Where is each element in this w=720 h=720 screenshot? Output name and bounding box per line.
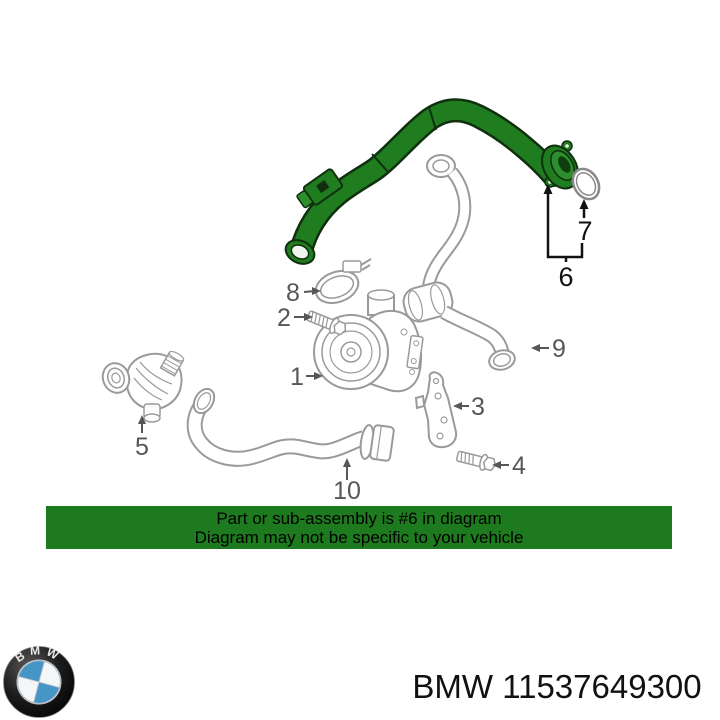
callout-8: 8 [286, 279, 321, 307]
pump-pulley [313, 314, 389, 390]
callout-1: 1 [290, 363, 323, 391]
part-thermostat [101, 350, 185, 423]
part-bracket [414, 371, 458, 449]
part-oring [571, 167, 601, 201]
banner-line2: Diagram may not be specific to your vehi… [194, 527, 524, 547]
banner-line1: Part or sub-assembly is #6 in diagram [216, 508, 502, 528]
thermostat-boss [159, 350, 185, 377]
part-coolant-pipe-highlighted [284, 98, 580, 265]
part-hose-10 [186, 387, 395, 467]
callout-10: 10 [333, 458, 361, 505]
part-pipe-with-hose-9 [402, 154, 516, 371]
hose10-open-end [192, 387, 216, 415]
part-number-text: BMW 11537649300 [412, 668, 702, 705]
callout-4: 4 [492, 452, 526, 480]
callout-5: 5 [135, 415, 149, 461]
thermostat-port [101, 362, 131, 394]
part-bolt-4 [455, 450, 497, 472]
part-water-pump [313, 289, 424, 393]
callout-8-label: 8 [286, 279, 300, 307]
callout-10-label: 10 [333, 477, 361, 505]
pipe-ring-fitting [426, 154, 456, 178]
callout-6: 6 [543, 184, 584, 292]
callout-9: 9 [531, 335, 566, 363]
callout-2-label: 2 [277, 304, 291, 332]
pipe-open-end [284, 239, 316, 265]
callout-3-label: 3 [471, 393, 485, 421]
part-hose-clamp [314, 258, 372, 304]
pipe-barrel-fitting [402, 281, 454, 323]
callout-2: 2 [277, 304, 313, 332]
hose-open-end [488, 349, 516, 371]
callout-9-label: 9 [552, 335, 566, 363]
highlight-banner: Part or sub-assembly is #6 in diagram Di… [46, 506, 672, 549]
pipe-clip [296, 168, 344, 209]
parts-diagram: 8 2 1 5 10 9 3 [101, 98, 601, 505]
callout-1-label: 1 [290, 363, 304, 391]
callout-4-label: 4 [512, 452, 526, 480]
callout-6-label: 6 [558, 262, 573, 292]
callout-3: 3 [453, 393, 485, 421]
pump-flange-tabs [406, 334, 424, 370]
thermostat-stub [143, 403, 161, 423]
hose10-fitting [359, 424, 395, 462]
callout-7-label: 7 [577, 216, 592, 246]
bmw-logo-quadrants [16, 659, 62, 705]
callout-7: 7 [577, 199, 593, 246]
callouts: 8 2 1 5 10 9 3 [135, 184, 593, 505]
callout-5-label: 5 [135, 433, 149, 461]
pipe-flange [540, 140, 580, 190]
bmw-logo: BMW [3, 645, 75, 718]
